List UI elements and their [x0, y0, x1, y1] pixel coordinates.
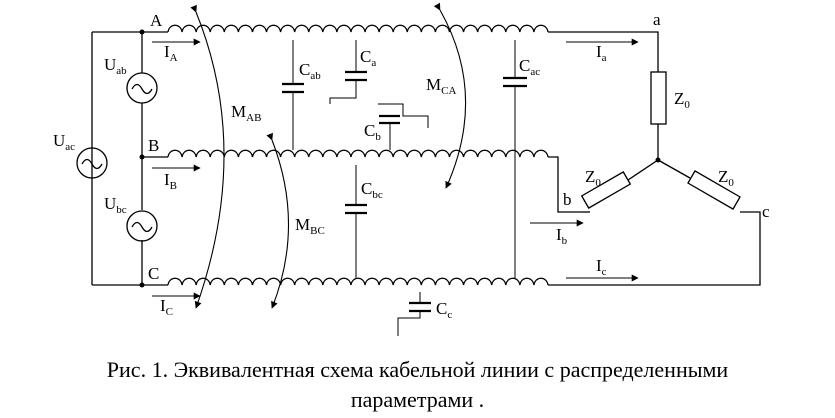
- load-Zc-resistor: [657, 159, 741, 210]
- cap-label-Cb: Cb: [364, 121, 381, 143]
- cable-line-equivalent-circuit: A B C a b c Uab Ubc Uac IA IB IC Ia Ib I…: [53, 2, 770, 336]
- current-label-Ic: Ic: [596, 256, 607, 278]
- current-label-IB: IB: [164, 170, 177, 192]
- mutual-arc-MCA: [433, 2, 467, 189]
- node-label-a: a: [653, 10, 661, 29]
- capacitor-Cb: [378, 103, 429, 150]
- current-label-Ib: Ib: [556, 225, 568, 247]
- current-label-IC: IC: [160, 296, 173, 318]
- load-label-Zc: Z0: [718, 167, 734, 189]
- cap-label-Cc: Cc: [436, 299, 452, 321]
- phase-B-coil: [167, 149, 549, 158]
- current-label-Ia: Ia: [596, 42, 607, 64]
- load-label-Za: Z0: [674, 89, 690, 111]
- source-Uab: [126, 72, 158, 104]
- cap-label-Cab: Cab: [299, 60, 321, 82]
- capacitor-Ca: [329, 40, 367, 104]
- node-label-B: B: [148, 136, 159, 155]
- node-label-C: C: [148, 264, 159, 283]
- current-label-IA: IA: [164, 42, 178, 64]
- source-label-Ubc: Ubc: [104, 194, 127, 216]
- mutual-label-MAB: MAB: [231, 102, 261, 124]
- node-B-dot: [139, 154, 145, 160]
- mutual-arc-MBC: [266, 132, 290, 309]
- load-Za-resistor: [650, 71, 667, 125]
- mutual-arc-MAB: [190, 4, 225, 309]
- cap-label-Ca: Ca: [360, 47, 376, 69]
- load-wiring: [548, 31, 761, 286]
- node-C-dot: [139, 282, 145, 288]
- capacitor-Cac: [503, 40, 527, 278]
- source-label-Uac: Uac: [53, 131, 75, 153]
- phase-A-coil: [167, 24, 549, 33]
- mutual-label-MCA: MCA: [426, 75, 456, 97]
- capacitor-Cab: [282, 40, 304, 150]
- source-Uac: [76, 147, 108, 179]
- node-label-A: A: [150, 11, 163, 30]
- caption-line-1: Рис. 1. Эквивалентная схема кабельной ли…: [106, 357, 729, 382]
- caption-line-2: параметрами .: [350, 387, 485, 412]
- cap-label-Cac: Cac: [519, 56, 540, 78]
- node-label-b: b: [563, 190, 572, 209]
- capacitor-Cc: [397, 292, 431, 336]
- phase-C-coil: [167, 277, 549, 286]
- source-label-Uab: Uab: [104, 55, 127, 77]
- cap-label-Cbc: Cbc: [361, 179, 383, 201]
- load-Zb-resistor: [580, 159, 659, 213]
- mutual-label-MBC: MBC: [295, 215, 325, 237]
- source-Ubc: [126, 210, 158, 242]
- capacitor-Cbc: [345, 165, 367, 278]
- node-A-dot: [139, 29, 145, 35]
- load-label-Zb: Z0: [585, 167, 601, 189]
- node-label-c: c: [762, 202, 770, 221]
- figure-caption: Рис. 1. Эквивалентная схема кабельной ли…: [0, 355, 835, 415]
